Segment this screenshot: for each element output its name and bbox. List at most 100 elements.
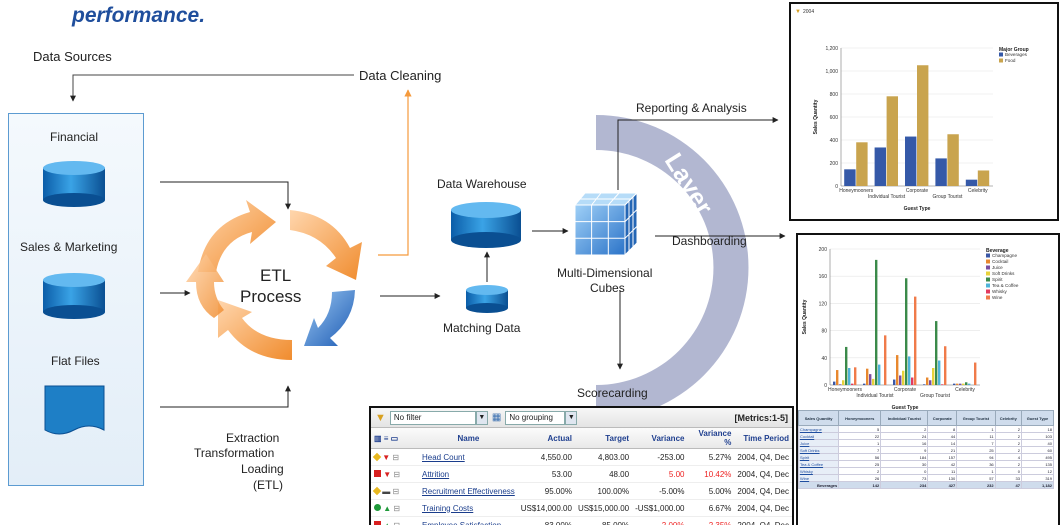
filter-icon: ▼ bbox=[795, 9, 801, 15]
column-header[interactable]: Time Period bbox=[734, 428, 792, 449]
bar bbox=[935, 158, 946, 186]
table-row: ▼ ⊟ Head Count 4,550.00 4,803.00 -253.00… bbox=[371, 449, 792, 466]
target-value: US$15,000.00 bbox=[575, 500, 632, 517]
metric-name[interactable]: Head Count bbox=[419, 449, 518, 466]
financial-label: Financial bbox=[50, 130, 98, 144]
pivot-cell[interactable]: Champagne bbox=[799, 426, 839, 433]
status-circle-icon bbox=[374, 504, 381, 511]
pivot-cell[interactable]: Whisky bbox=[799, 468, 839, 475]
flat-file-icon bbox=[45, 386, 104, 434]
pivot-header: Individual Tourist bbox=[881, 411, 928, 426]
table-row: ▬ ⊟ Recruitment Effectiveness 95.00% 100… bbox=[371, 483, 792, 500]
trend-up-icon: ▲ bbox=[383, 504, 391, 513]
pivot-cell: 60 bbox=[1021, 447, 1053, 454]
etl-label-line2: Process bbox=[240, 287, 301, 307]
pivot-cell: 22 bbox=[839, 433, 881, 440]
column-header[interactable]: Name bbox=[419, 428, 518, 449]
pivot-cell[interactable]: Cocktail bbox=[799, 433, 839, 440]
financial-db-icon bbox=[43, 161, 105, 207]
bar bbox=[944, 346, 946, 385]
scorecard-panel: ▼ No filter ▼ ▦ No grouping ▼ [Metrics:1… bbox=[369, 406, 794, 525]
sales-marketing-db-icon bbox=[43, 273, 105, 319]
column-header[interactable]: Variance bbox=[632, 428, 687, 449]
flat-files-label: Flat Files bbox=[51, 354, 100, 368]
x-tick-label: Corporate bbox=[894, 387, 916, 393]
toolbar-icons[interactable]: ▥ ≡ ▭ bbox=[371, 428, 419, 449]
loading-label: Loading bbox=[241, 462, 284, 476]
status-square-icon bbox=[374, 470, 381, 477]
pivot-cell[interactable]: Tea & Coffee bbox=[799, 461, 839, 468]
legend-swatch bbox=[986, 254, 990, 258]
metric-name[interactable]: Training Costs bbox=[419, 500, 518, 517]
bar bbox=[926, 378, 928, 385]
filter-dropdown-icon[interactable]: ▼ bbox=[476, 411, 488, 425]
expand-icon[interactable]: ⊟ bbox=[393, 504, 400, 513]
legend-swatch bbox=[986, 266, 990, 270]
bar bbox=[839, 384, 841, 385]
metric-name[interactable]: Employee Satisfaction bbox=[419, 517, 518, 525]
metric-name[interactable]: Attrition bbox=[419, 466, 518, 483]
filter-icon[interactable]: ▼ bbox=[375, 412, 386, 424]
grouping-icon[interactable]: ▦ bbox=[492, 412, 501, 423]
pivot-cell: 232 bbox=[957, 482, 995, 489]
filter-select[interactable]: No filter bbox=[390, 411, 476, 425]
bar bbox=[899, 375, 901, 385]
grouping-dropdown-icon[interactable]: ▼ bbox=[565, 411, 577, 425]
variance-pct-value: 5.00% bbox=[687, 483, 734, 500]
y-tick-label: 1,200 bbox=[825, 46, 838, 52]
expand-icon[interactable]: ⊟ bbox=[393, 470, 400, 479]
legend-label: Spirit bbox=[992, 277, 1003, 282]
pivot-cell: 103 bbox=[1021, 433, 1053, 440]
pivot-cell: 7 bbox=[839, 447, 881, 454]
column-header[interactable]: Actual bbox=[518, 428, 575, 449]
bar bbox=[941, 384, 943, 385]
bar bbox=[887, 96, 898, 186]
column-header[interactable]: Variance % bbox=[687, 428, 734, 449]
pivot-cell: 18 bbox=[1021, 426, 1053, 433]
pivot-cell[interactable]: Soft Drinks bbox=[799, 447, 839, 454]
metric-name[interactable]: Recruitment Effectiveness bbox=[419, 483, 518, 500]
variance-value: 5.00 bbox=[632, 466, 687, 483]
pivot-cell: 33 bbox=[995, 475, 1021, 482]
pivot-cell[interactable]: Wine bbox=[799, 475, 839, 482]
pivot-header: Guest Type bbox=[1021, 411, 1053, 426]
legend-swatch bbox=[999, 53, 1003, 57]
bar bbox=[845, 347, 847, 385]
legend-swatch bbox=[986, 284, 990, 288]
y-tick-label: 400 bbox=[830, 138, 839, 144]
pivot-cell: 94 bbox=[957, 454, 995, 461]
pivot-cell: 1 bbox=[839, 440, 881, 447]
pivot-header: Group Tourist bbox=[957, 411, 995, 426]
dashboarding-label: Dashboarding bbox=[672, 234, 747, 248]
row-indicators: ▼ ⊟ bbox=[371, 466, 419, 483]
expand-icon[interactable]: ⊟ bbox=[392, 487, 399, 496]
y-tick-label: 40 bbox=[821, 356, 827, 362]
bar bbox=[844, 169, 855, 186]
x-tick-label: Corporate bbox=[906, 188, 928, 194]
bar bbox=[836, 370, 838, 385]
pivot-cell: 2 bbox=[995, 433, 1021, 440]
y-tick-label: 800 bbox=[830, 92, 839, 98]
y-tick-label: 0 bbox=[824, 383, 827, 389]
expand-icon[interactable]: ⊟ bbox=[392, 453, 399, 462]
pivot-cell: 36 bbox=[957, 461, 995, 468]
bar bbox=[962, 384, 964, 385]
mdc-label-line2: Cubes bbox=[590, 281, 625, 295]
y-tick-label: 160 bbox=[819, 274, 828, 280]
pivot-cell[interactable]: Juice bbox=[799, 440, 839, 447]
pivot-cell: 0 bbox=[881, 468, 928, 475]
grouping-select[interactable]: No grouping bbox=[505, 411, 565, 425]
scorecard-toolbar: ▼ No filter ▼ ▦ No grouping ▼ [Metrics:1… bbox=[371, 408, 792, 428]
pivot-cell[interactable]: Spirit bbox=[799, 454, 839, 461]
pivot-cell: 25 bbox=[957, 447, 995, 454]
financial-arrow bbox=[160, 182, 288, 209]
pivot-cell: 427 bbox=[928, 482, 957, 489]
column-header[interactable]: Target bbox=[575, 428, 632, 449]
time-period-value: 2004, Q4, Dec bbox=[734, 500, 792, 517]
y-tick-label: 200 bbox=[819, 247, 828, 253]
pivot-cell: 30 bbox=[881, 461, 928, 468]
